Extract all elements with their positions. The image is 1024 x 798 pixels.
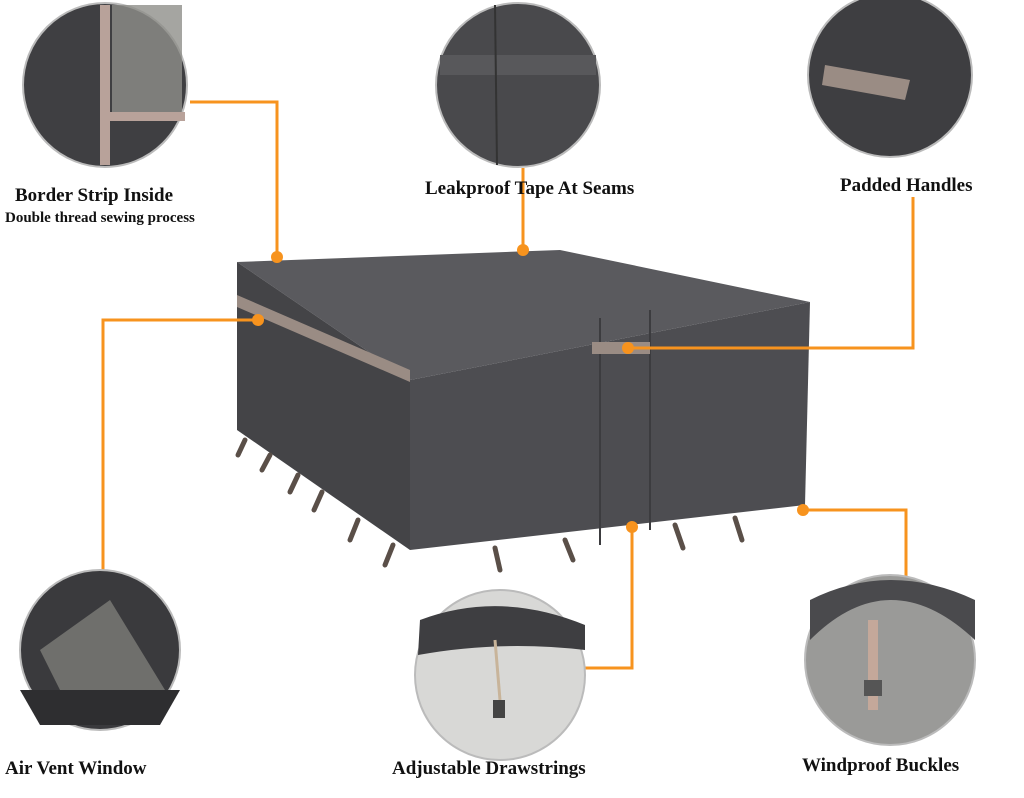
vent-detail-icon [19, 569, 181, 731]
feature-title-air-vent: Air Vent Window [5, 758, 147, 779]
seam-tape-detail-icon [435, 2, 601, 168]
feature-title-border-strip: Border Strip Inside [15, 185, 174, 206]
callout-dots [252, 244, 809, 533]
mesh-border-detail-icon [22, 2, 188, 168]
patio-table-cover [235, 250, 810, 573]
handle-detail-icon [807, 0, 973, 158]
buckle-detail-icon [804, 574, 976, 746]
feature-title-buckles: Windproof Buckles [802, 755, 960, 776]
feature-subtitle-border-strip: Double thread sewing process [5, 210, 195, 226]
drawstring-detail-icon [414, 589, 586, 761]
feature-title-padded-handles: Padded Handles [840, 175, 973, 196]
callout-lines [101, 100, 915, 670]
feature-title-leakproof-tape: Leakproof Tape At Seams [425, 178, 635, 199]
feature-title-drawstrings: Adjustable Drawstrings [392, 758, 586, 779]
